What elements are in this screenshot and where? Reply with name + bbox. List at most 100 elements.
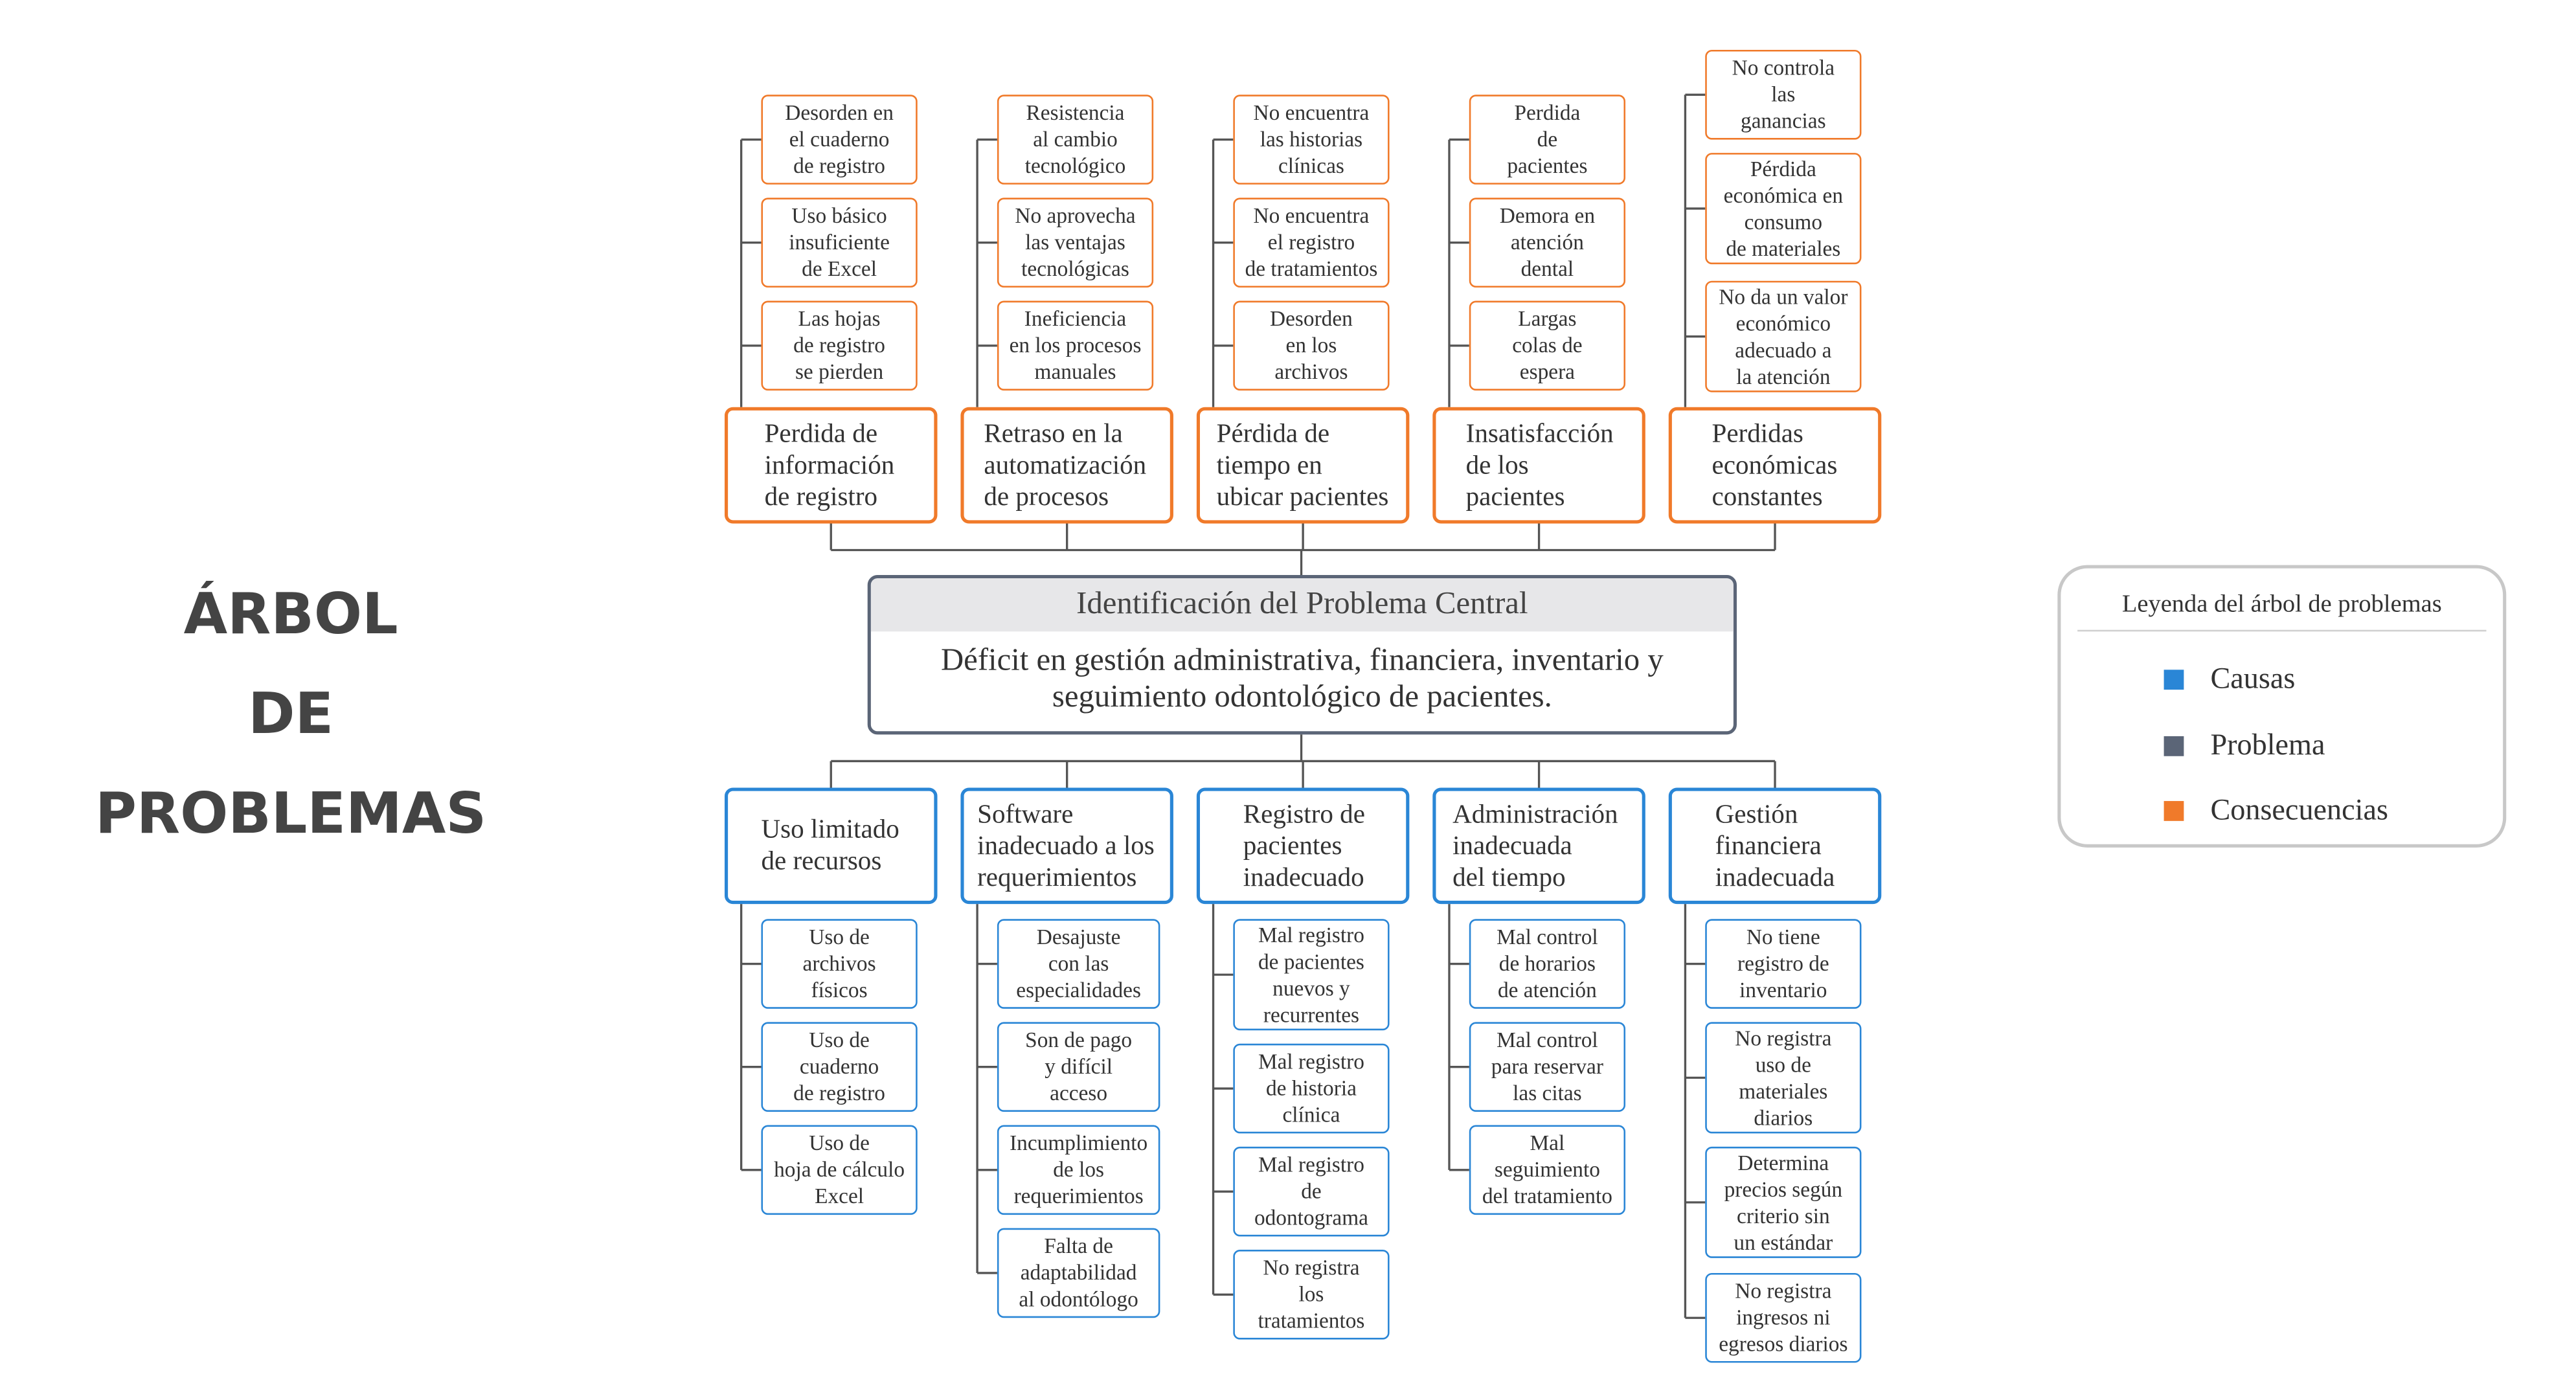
cause-box-1: Uso limitado de recursos (724, 787, 938, 905)
consequence-detail-5-1: No controla las ganancias (1705, 49, 1862, 140)
cause-box-2-label: Software inadecuado a los requerimientos (977, 800, 1155, 892)
cause-detail-2-1-label: Desajuste con las especialidades (1016, 923, 1141, 1002)
consequence-detail-3-2: No encuentra el registro de tratamientos (1233, 197, 1390, 288)
cause-detail-4-3-label: Mal seguimiento del tratamiento (1482, 1130, 1612, 1208)
consequence-box-3: Pérdida de tiempo en ubicar pacientes (1196, 407, 1410, 524)
legend-label-problema: Problema (2210, 728, 2325, 761)
consequence-detail-2-2: No aprovecha las ventajas tecnológicas (997, 197, 1154, 288)
consequence-box-5-label: Perdidas económicas constantes (1712, 420, 1838, 512)
legend-swatch-problema (2164, 735, 2184, 756)
cause-detail-3-2: Mal registro de historia clínica (1233, 1043, 1390, 1134)
cause-detail-5-2-label: No registra uso de materiales diarios (1735, 1024, 1832, 1129)
consequence-detail-3-3-label: Desorden en los archivos (1270, 306, 1353, 384)
cause-detail-4-2-label: Mal control para reservar las citas (1491, 1027, 1603, 1105)
cause-box-4-label: Administración inadecuada del tiempo (1452, 800, 1618, 892)
cause-detail-1-3-label: Uso de hoja de cálculo Excel (774, 1130, 905, 1208)
consequence-detail-4-1-label: Perdida de pacientes (1507, 99, 1588, 178)
cause-detail-5-4: No registra ingresos ni egresos diarios (1705, 1272, 1862, 1363)
cause-detail-1-1: Uso de archivos físicos (761, 919, 918, 1009)
consequence-detail-1-3: Las hojas de registro se pierden (761, 300, 918, 391)
cause-detail-3-3-label: Mal registro de odontograma (1254, 1151, 1368, 1230)
consequence-detail-5-2: Pérdida económica en consumo de material… (1705, 153, 1862, 265)
central-problem-box: Identificación del Problema Central Défi… (867, 575, 1737, 735)
cause-detail-5-4-label: No registra ingresos ni egresos diarios (1719, 1278, 1848, 1357)
cause-box-5-label: Gestión financiera inadecuada (1715, 800, 1835, 892)
cause-detail-1-2-label: Uso de cuaderno de registro (793, 1027, 885, 1105)
consequence-detail-4-3-label: Largas colas de espera (1512, 306, 1583, 384)
consequence-detail-4-3: Largas colas de espera (1469, 300, 1626, 391)
consequence-box-1: Perdida de información de registro (724, 407, 938, 524)
consequence-box-4: Insatisfacción de los pacientes (1432, 407, 1645, 524)
consequence-detail-5-1-label: No controla las ganancias (1732, 54, 1835, 133)
cause-box-3-label: Registro de pacientes inadecuado (1243, 800, 1365, 892)
cause-detail-2-4-label: Falta de adaptabilidad al odontólogo (1019, 1233, 1138, 1311)
cause-detail-2-1: Desajuste con las especialidades (997, 919, 1160, 1009)
consequence-detail-1-1-label: Desorden en el cuaderno de registro (785, 99, 894, 178)
consequence-box-2-label: Retraso en la automatización de procesos (984, 420, 1147, 512)
central-problem-header: Identificación del Problema Central (870, 578, 1734, 632)
consequence-detail-1-3-label: Las hojas de registro se pierden (793, 306, 885, 384)
consequence-detail-2-3: Ineficiencia en los procesos manuales (997, 300, 1154, 391)
cause-detail-2-2: Son de pago y difícil acceso (997, 1022, 1160, 1112)
consequence-detail-5-2-label: Pérdida económica en consumo de material… (1723, 155, 1844, 260)
consequence-detail-3-3: Desorden en los archivos (1233, 300, 1390, 391)
legend-panel: Leyenda del árbol de problemas Causas Pr… (2057, 565, 2507, 848)
legend-swatch-consecuencias (2164, 800, 2184, 820)
consequence-detail-2-1: Resistencia al cambio tecnológico (997, 95, 1154, 185)
consequence-detail-3-1: No encuentra las historias clínicas (1233, 95, 1390, 185)
consequence-detail-2-1-label: Resistencia al cambio tecnológico (1024, 99, 1126, 178)
consequence-detail-3-1-label: No encuentra las historias clínicas (1253, 99, 1370, 178)
cause-box-3: Registro de pacientes inadecuado (1196, 787, 1410, 905)
consequence-detail-1-1: Desorden en el cuaderno de registro (761, 95, 918, 185)
cause-detail-1-2: Uso de cuaderno de registro (761, 1022, 918, 1112)
consequence-box-1-label: Perdida de información de registro (764, 420, 895, 512)
consequence-detail-5-3: No da un valor económico adecuado a la a… (1705, 280, 1862, 392)
cause-detail-4-3: Mal seguimiento del tratamiento (1469, 1125, 1626, 1215)
cause-box-1-label: Uso limitado de recursos (761, 816, 899, 876)
cause-detail-3-1: Mal registro de pacientes nuevos y recur… (1233, 919, 1390, 1031)
cause-detail-2-3: Incumplimiento de los requerimientos (997, 1125, 1160, 1215)
cause-detail-1-1-label: Uso de archivos físicos (802, 923, 876, 1002)
central-problem-text: Déficit en gestión administrativa, finan… (940, 643, 1664, 715)
diagram-title: ÁRBOL DE PROBLEMAS (33, 565, 548, 864)
title-line-3: PROBLEMAS (95, 781, 487, 848)
consequence-box-5: Perdidas económicas constantes (1668, 407, 1882, 524)
cause-detail-3-1-label: Mal registro de pacientes nuevos y recur… (1258, 921, 1364, 1026)
cause-detail-3-3: Mal registro de odontograma (1233, 1146, 1390, 1237)
cause-detail-5-1: No tiene registro de inventario (1705, 919, 1862, 1009)
cause-detail-4-2: Mal control para reservar las citas (1469, 1022, 1626, 1112)
legend-swatch-causas (2164, 669, 2184, 689)
legend-label-consecuencias: Consecuencias (2210, 793, 2388, 826)
cause-detail-3-2-label: Mal registro de historia clínica (1258, 1048, 1364, 1127)
cause-detail-3-4-label: No registra los tratamientos (1258, 1254, 1365, 1333)
consequence-box-3-label: Pérdida de tiempo en ubicar pacientes (1216, 420, 1389, 512)
consequence-detail-2-2-label: No aprovecha las ventajas tecnológicas (1015, 203, 1136, 281)
legend-title: Leyenda del árbol de problemas (2077, 592, 2487, 632)
cause-detail-2-3-label: Incumplimiento de los requerimientos (1010, 1130, 1148, 1208)
consequence-detail-2-3-label: Ineficiencia en los procesos manuales (1009, 306, 1142, 384)
consequence-detail-5-3-label: No da un valor económico adecuado a la a… (1719, 283, 1848, 389)
cause-detail-4-1-label: Mal control de horarios de atención (1497, 923, 1598, 1002)
cause-detail-5-3-label: Determina precios según criterio sin un … (1724, 1149, 1843, 1254)
cause-box-4: Administración inadecuada del tiempo (1432, 787, 1645, 905)
legend-label-causas: Causas (2210, 661, 2296, 695)
cause-box-2: Software inadecuado a los requerimientos (960, 787, 1173, 905)
cause-detail-1-3: Uso de hoja de cálculo Excel (761, 1125, 918, 1215)
cause-box-5: Gestión financiera inadecuada (1668, 787, 1882, 905)
cause-detail-5-1-label: No tiene registro de inventario (1737, 923, 1829, 1002)
consequence-detail-4-2: Demora en atención dental (1469, 197, 1626, 288)
consequence-box-2: Retraso en la automatización de procesos (960, 407, 1173, 524)
legend-item-consecuencias: Consecuencias (2164, 793, 2388, 828)
consequence-detail-4-1: Perdida de pacientes (1469, 95, 1626, 185)
consequence-detail-3-2-label: No encuentra el registro de tratamientos (1245, 203, 1378, 281)
title-line-1: ÁRBOL (183, 581, 398, 648)
consequence-detail-4-2-label: Demora en atención dental (1499, 203, 1596, 281)
cause-detail-3-4: No registra los tratamientos (1233, 1250, 1390, 1340)
consequence-detail-1-2-label: Uso básico insuficiente de Excel (789, 203, 890, 281)
title-line-2: DE (248, 681, 334, 748)
cause-detail-4-1: Mal control de horarios de atención (1469, 919, 1626, 1009)
cause-detail-2-4: Falta de adaptabilidad al odontólogo (997, 1228, 1160, 1318)
legend-item-problema: Problema (2164, 728, 2325, 763)
